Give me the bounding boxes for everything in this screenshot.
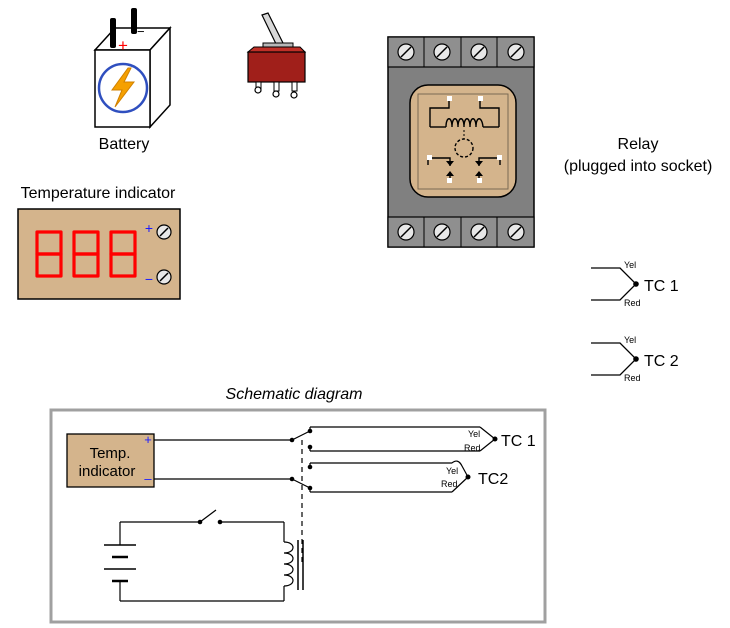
tc1-yel-label: Yel — [624, 260, 636, 270]
schematic-title: Schematic diagram — [226, 386, 363, 403]
sch-tc2-label: TC2 — [478, 471, 508, 488]
seven-segment-display — [35, 230, 137, 278]
schematic-temp-label-2: indicator — [79, 463, 136, 480]
tc2-label: TC 2 — [644, 353, 679, 370]
sch-tc1-yel-label: Yel — [468, 429, 480, 439]
temperature-indicator-device — [17, 208, 181, 300]
battery-plus-sign: + — [118, 36, 128, 55]
temp-indicator-label: Temperature indicator — [21, 185, 176, 202]
schematic-plus-sign: + — [144, 432, 152, 447]
sch-tc2-red-label: Red — [441, 479, 458, 489]
schematic-minus-sign: – — [144, 471, 152, 486]
tc2-yel-label: Yel — [624, 335, 636, 345]
schematic-frame — [49, 408, 547, 624]
lightning-icon — [111, 67, 136, 108]
thermocouple-icon — [591, 267, 637, 376]
sch-tc1-red-label: Red — [464, 443, 481, 453]
relay-label: Relay — [618, 136, 659, 153]
relay-sublabel: (plugged into socket) — [564, 158, 713, 175]
sch-tc2-yel-label: Yel — [446, 466, 458, 476]
tc1-red-label: Red — [624, 298, 641, 308]
tc1-label: TC 1 — [644, 278, 679, 295]
schematic-temp-label-1: Temp. — [90, 445, 131, 462]
toggle-switch-icon — [246, 12, 307, 99]
battery-icon — [93, 8, 172, 129]
tc2-red-label: Red — [624, 373, 641, 383]
coil-icon — [445, 118, 484, 128]
battery-minus-sign: − — [137, 24, 145, 39]
indicator-minus-sign: − — [145, 271, 153, 287]
battery-label: Battery — [99, 136, 150, 153]
schematic-temp-indicator — [66, 433, 155, 488]
indicator-plus-sign: + — [145, 220, 153, 236]
schematic-wiring — [104, 426, 496, 602]
relay-icon — [387, 36, 535, 248]
sch-tc1-label: TC 1 — [501, 433, 536, 450]
